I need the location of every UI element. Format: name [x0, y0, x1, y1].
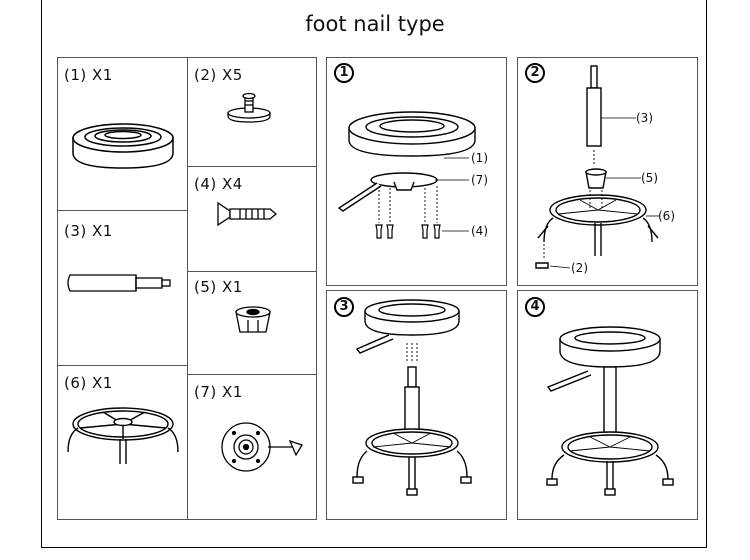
- part-label-foot-nail: (2) X5: [194, 66, 243, 84]
- screw-illustration: [217, 201, 278, 227]
- part-cell-mechanism-plate: (7) X1: [187, 374, 317, 520]
- callout-mechanism-plate: (7): [471, 173, 488, 187]
- page-title: foot nail type: [305, 12, 445, 36]
- frame-bottom-border: [41, 547, 707, 548]
- callout-gas-lift: (3): [636, 111, 653, 125]
- step-panel-4: 4: [517, 290, 698, 520]
- part-cell-foot-nail: (2) X5: [187, 57, 317, 167]
- cylinder-cap-illustration: [235, 306, 271, 333]
- part-label-gas-lift: (3) X1: [64, 222, 113, 240]
- frame-right-border: [706, 0, 707, 548]
- callout-foot-nail: (2): [571, 261, 588, 275]
- step-4-illustration: [546, 326, 674, 496]
- part-cell-base-ring: (6) X1: [57, 365, 188, 520]
- callout-cylinder-cap: (5): [641, 171, 658, 185]
- step-number-badge: 1: [334, 63, 354, 83]
- gas-lift-illustration: [67, 274, 171, 292]
- part-label-screw: (4) X4: [194, 175, 243, 193]
- part-label-base-ring: (6) X1: [64, 374, 113, 392]
- mechanism-plate-illustration: [221, 422, 303, 472]
- seat-illustration: [72, 123, 174, 169]
- base-ring-illustration: [67, 407, 179, 464]
- part-cell-screw: (4) X4: [187, 166, 317, 272]
- step-number-badge: 2: [525, 63, 545, 83]
- step-panel-3: 3: [326, 290, 507, 520]
- callout-seat: (1): [471, 151, 488, 165]
- step-number-badge: 3: [334, 297, 354, 317]
- part-cell-gas-lift: (3) X1: [57, 210, 188, 366]
- part-cell-seat: (1) X1: [57, 57, 188, 211]
- foot-nail-illustration: [227, 92, 271, 123]
- step-number-badge: 4: [525, 297, 545, 317]
- part-cell-cylinder-cap: (5) X1: [187, 271, 317, 375]
- frame-left-border: [41, 0, 42, 548]
- part-label-seat: (1) X1: [64, 66, 113, 84]
- step-1-illustration: [337, 111, 476, 239]
- callout-screw: (4): [471, 224, 488, 238]
- step-panel-1: 1 (1) (7) (4): [326, 57, 507, 286]
- step-panel-2: 2 (3) (5) (6): [517, 57, 698, 286]
- part-label-mechanism-plate: (7) X1: [194, 383, 243, 401]
- part-label-cylinder-cap: (5) X1: [194, 278, 243, 296]
- step-2-illustration: [535, 65, 659, 269]
- step-3-illustration: [352, 299, 472, 496]
- callout-base-ring: (6): [658, 209, 675, 223]
